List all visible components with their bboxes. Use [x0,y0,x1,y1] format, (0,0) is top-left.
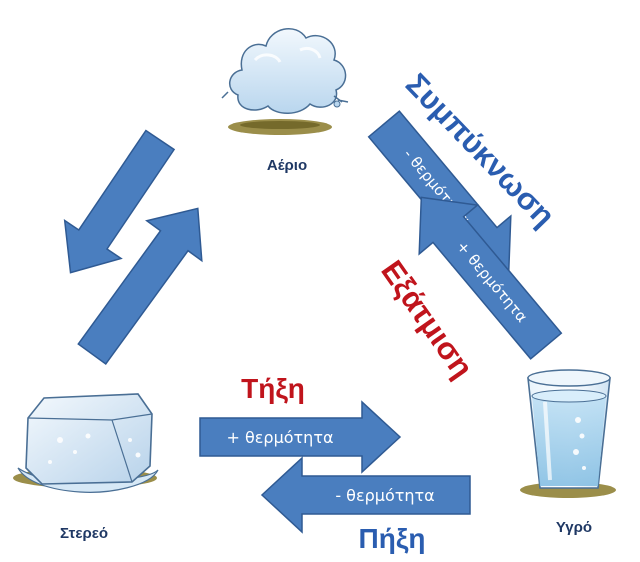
gas-cloud-illustration [221,28,349,135]
deposition-arrow [63,129,176,274]
water-glass-illustration [520,369,616,498]
freezing-arrow-text: - θερμότητα [335,486,434,505]
solid-label: Στερεό [60,525,108,542]
melting-title: Τήξη [241,373,305,404]
freezing-arrow: - θερμότητα [260,456,471,534]
melting-arrow: + θερμότητα [199,400,402,474]
ice-cube-illustration [13,393,159,493]
melting-arrow-text: + θερμότητα [226,428,333,447]
gas-label: Αέριο [267,157,307,174]
liquid-label: Υγρό [556,519,592,536]
freezing-title: Πήξη [359,523,426,554]
sublimation-arrow [77,207,203,366]
